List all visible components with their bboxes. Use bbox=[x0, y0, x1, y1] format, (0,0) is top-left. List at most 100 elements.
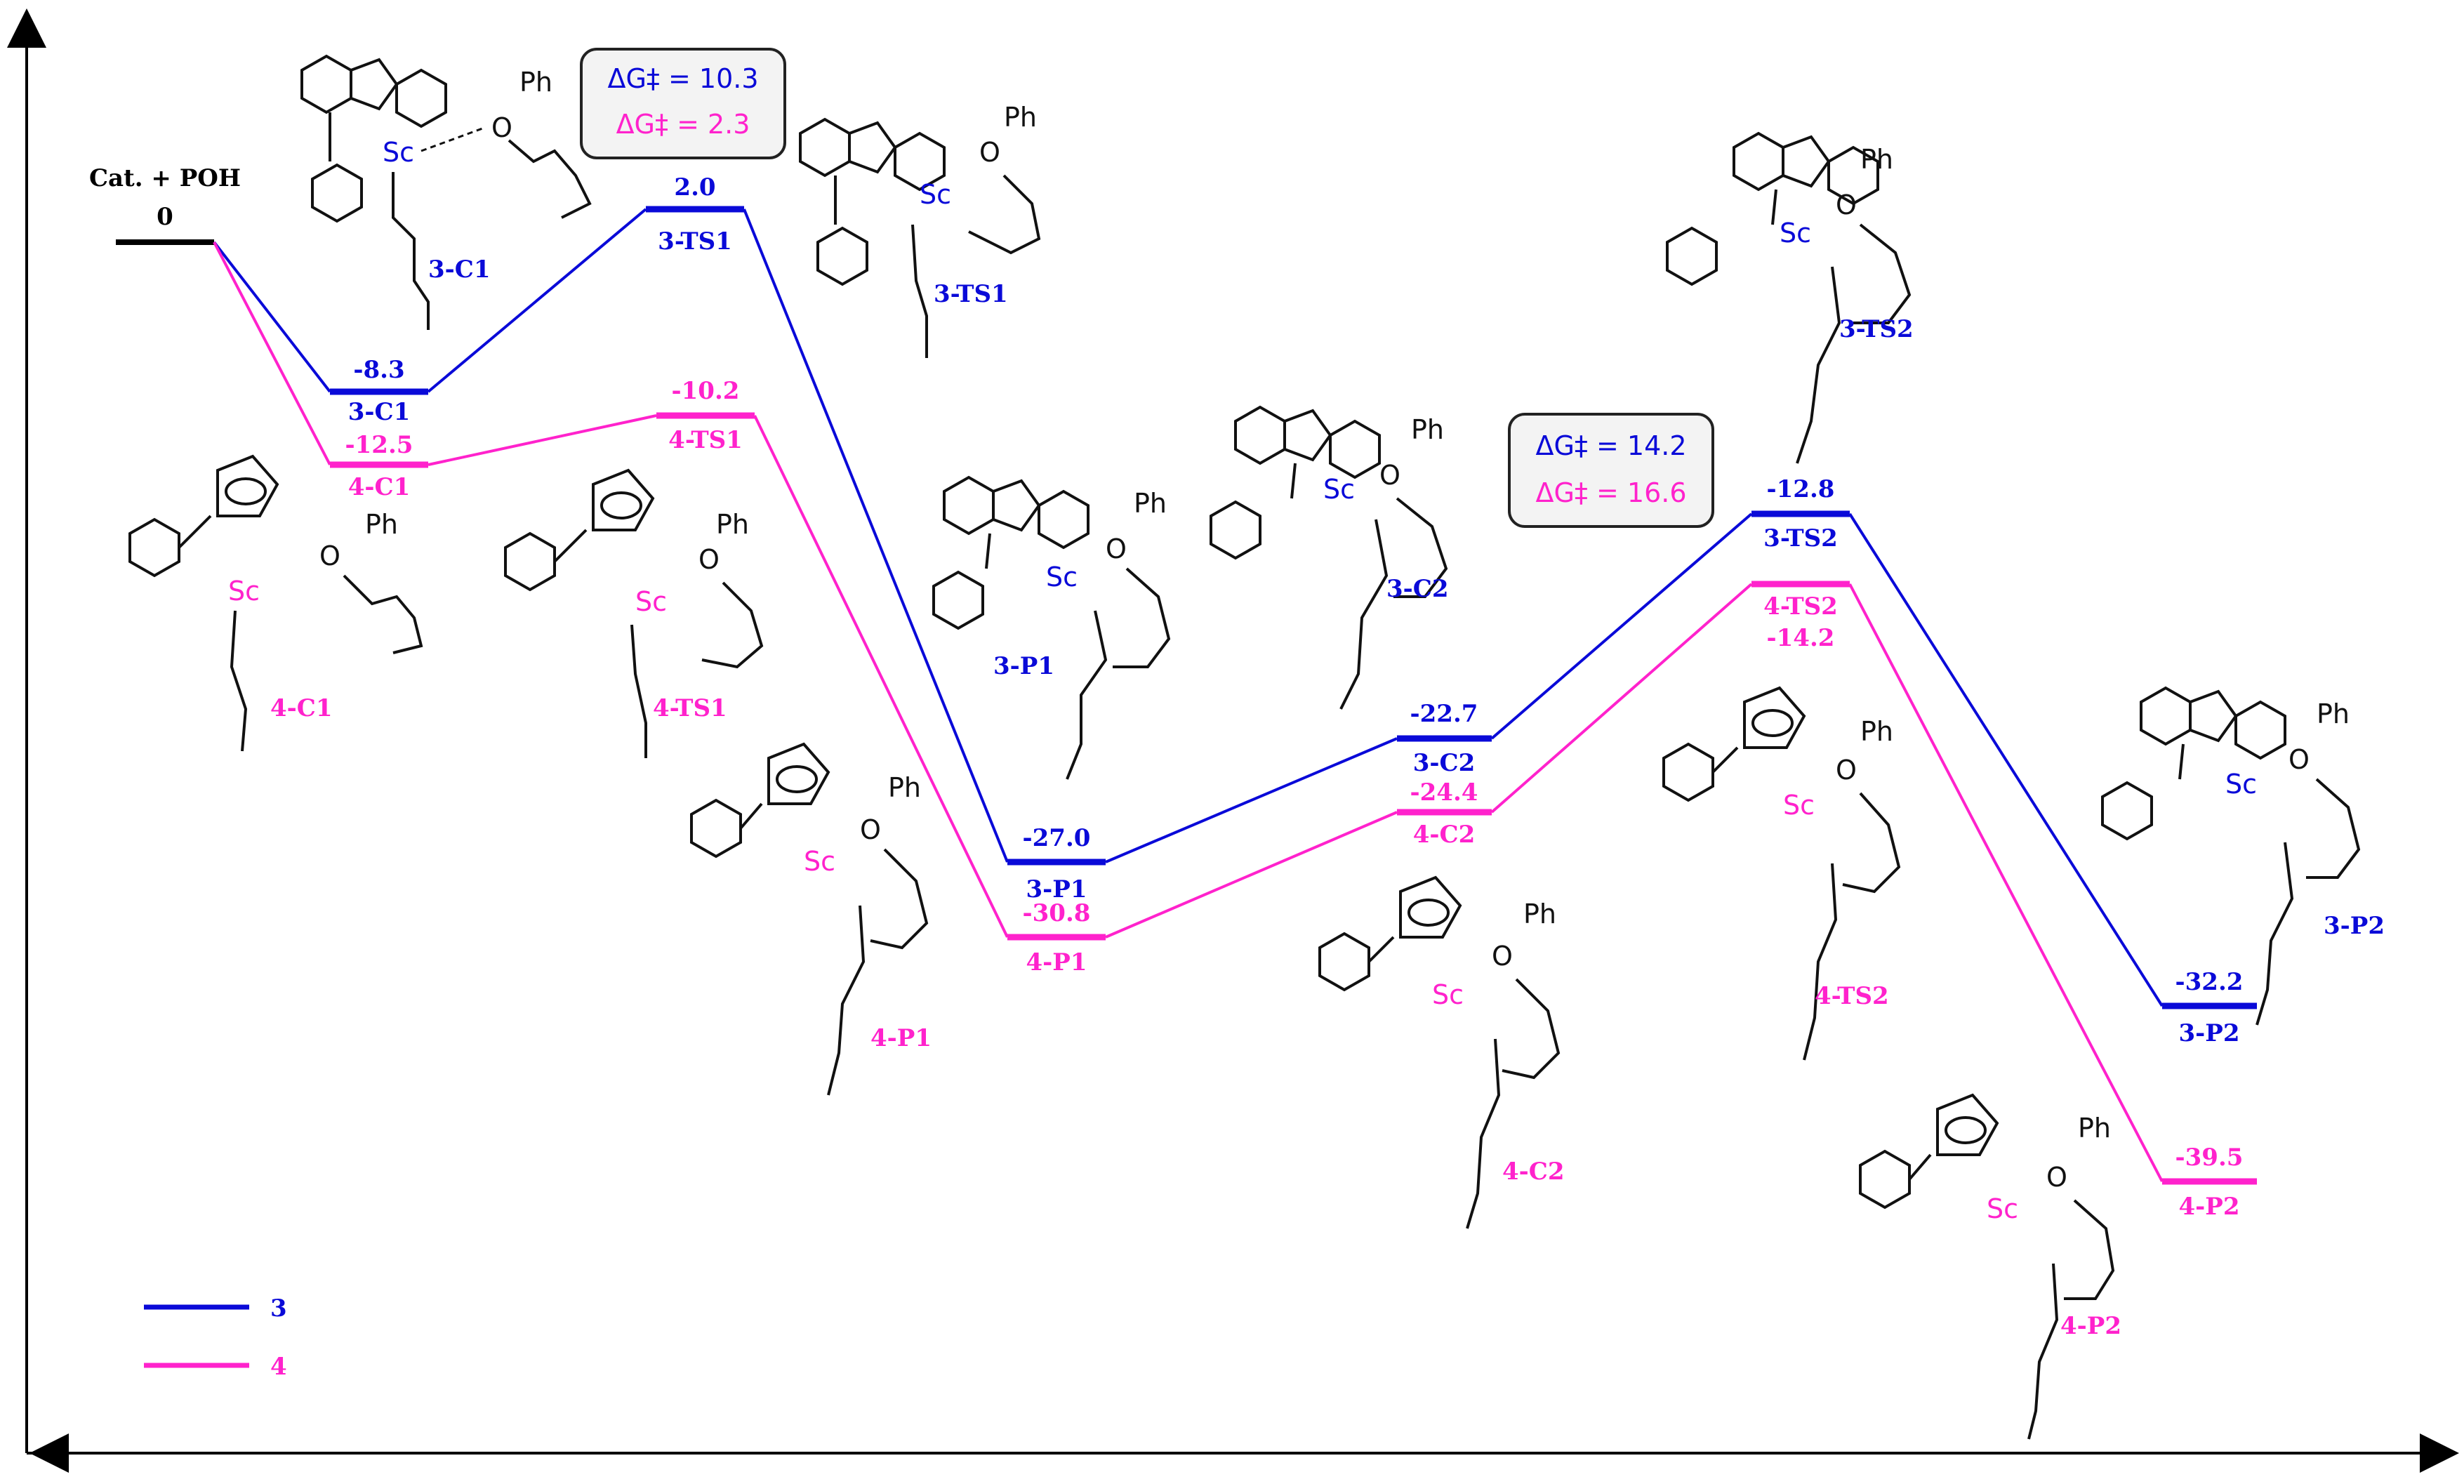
label-3-C1: 3-C1 bbox=[348, 398, 411, 426]
barrier-4-TS2: ΔG‡ = 16.6 bbox=[1535, 477, 1686, 508]
svg-text:Ph: Ph bbox=[1860, 144, 1893, 175]
svg-text:Sc: Sc bbox=[1323, 474, 1355, 505]
label-3-P2: 3-P2 bbox=[2179, 1019, 2240, 1047]
svg-text:O: O bbox=[1836, 190, 1857, 220]
barrier-box-2: ΔG‡ = 14.2 ΔG‡ = 16.6 bbox=[1508, 413, 1714, 528]
label-4-P2: 4-P2 bbox=[2179, 1193, 2240, 1221]
value-3-P2: -32.2 bbox=[2175, 968, 2244, 996]
svg-text:3-TS1: 3-TS1 bbox=[934, 280, 1008, 308]
start-value: 0 bbox=[157, 203, 173, 231]
label-4-C1: 4-C1 bbox=[348, 473, 411, 501]
svg-text:4-TS2: 4-TS2 bbox=[1815, 982, 1889, 1010]
svg-text:Sc: Sc bbox=[920, 179, 951, 210]
value-4-P2: -39.5 bbox=[2175, 1144, 2244, 1172]
svg-text:Ph: Ph bbox=[1134, 488, 1167, 519]
svg-text:Sc: Sc bbox=[1987, 1193, 2018, 1224]
label-3-P1: 3-P1 bbox=[1026, 875, 1087, 903]
svg-text:Ph: Ph bbox=[1523, 899, 1556, 929]
label-4-P1: 4-P1 bbox=[1026, 948, 1087, 976]
svg-text:O: O bbox=[1492, 941, 1513, 972]
structure-4-C1: Sc O Ph 4-C1 bbox=[128, 454, 423, 752]
value-3-C1: -8.3 bbox=[353, 356, 404, 384]
series-4-levels: -12.5 4-C1 -10.2 4-TS1 -30.8 4-P1 -24.4 … bbox=[330, 377, 2257, 1221]
label-3-TS2: 3-TS2 bbox=[1763, 524, 1838, 552]
svg-text:O: O bbox=[319, 541, 340, 571]
legend: 3 4 bbox=[144, 1294, 287, 1381]
label-3-C2: 3-C2 bbox=[1413, 749, 1476, 777]
barrier-3-TS2: ΔG‡ = 14.2 bbox=[1535, 430, 1686, 461]
svg-text:Ph: Ph bbox=[716, 509, 749, 540]
value-4-TS2: -14.2 bbox=[1767, 624, 1835, 652]
value-4-TS1: -10.2 bbox=[672, 377, 740, 405]
structure-4-TS1: Sc O Ph 4-TS1 bbox=[504, 468, 764, 758]
svg-text:Ph: Ph bbox=[365, 509, 398, 540]
svg-text:O: O bbox=[979, 137, 1000, 168]
svg-text:O: O bbox=[698, 544, 720, 575]
svg-text:3-P1: 3-P1 bbox=[993, 652, 1054, 680]
svg-text:4-C1: 4-C1 bbox=[270, 694, 333, 722]
svg-text:Sc: Sc bbox=[2225, 769, 2257, 800]
svg-text:3-C2: 3-C2 bbox=[1386, 575, 1449, 603]
svg-text:4-P2: 4-P2 bbox=[2060, 1312, 2121, 1340]
svg-text:O: O bbox=[1836, 755, 1857, 786]
structure-3-P1: Sc O Ph 3-P1 bbox=[932, 475, 1171, 780]
label-4-TS2: 4-TS2 bbox=[1763, 592, 1838, 621]
svg-text:4-P1: 4-P1 bbox=[870, 1024, 932, 1052]
svg-text:Ph: Ph bbox=[2317, 698, 2350, 729]
value-4-C1: -12.5 bbox=[345, 431, 413, 459]
svg-text:Ph: Ph bbox=[519, 67, 552, 98]
svg-text:Sc: Sc bbox=[383, 137, 414, 168]
structure-4-P1: Sc O Ph 4-P1 bbox=[690, 742, 932, 1096]
legend-label-4: 4 bbox=[270, 1353, 287, 1381]
structure-4-C2: Sc O Ph 4-C2 bbox=[1318, 875, 1565, 1229]
svg-text:O: O bbox=[1379, 460, 1400, 491]
svg-text:O: O bbox=[1106, 534, 1127, 564]
svg-text:3-TS2: 3-TS2 bbox=[1839, 315, 1914, 343]
svg-text:4-C2: 4-C2 bbox=[1502, 1158, 1565, 1186]
structure-3-TS2: Sc O Ph 3-TS2 bbox=[1666, 131, 1914, 464]
svg-text:Sc: Sc bbox=[228, 576, 260, 607]
series-3-levels: -8.3 3-C1 2.0 3-TS1 -27.0 3-P1 -22.7 3-C… bbox=[330, 173, 2257, 1047]
structure-3-P2: Sc O Ph 3-P2 bbox=[2101, 686, 2385, 1026]
label-4-TS1: 4-TS1 bbox=[668, 426, 743, 454]
structure-4-P2: Sc O Ph 4-P2 bbox=[1859, 1093, 2121, 1440]
series-4-connectors bbox=[213, 241, 2164, 1182]
svg-text:Sc: Sc bbox=[635, 586, 667, 617]
value-3-TS2: -12.8 bbox=[1767, 475, 1835, 503]
start-label: Cat. + POH bbox=[89, 164, 241, 192]
svg-text:O: O bbox=[491, 112, 512, 143]
structure-4-TS2: Sc O Ph 4-TS2 bbox=[1662, 686, 1901, 1061]
svg-text:Sc: Sc bbox=[1780, 218, 1811, 249]
structure-3-C1: Sc O Ph 3-C1 bbox=[300, 54, 592, 330]
svg-text:Sc: Sc bbox=[1432, 979, 1464, 1010]
legend-label-3: 3 bbox=[270, 1294, 287, 1323]
svg-text:O: O bbox=[2046, 1162, 2067, 1193]
svg-text:Ph: Ph bbox=[1860, 716, 1893, 747]
svg-text:Ph: Ph bbox=[1004, 102, 1037, 133]
svg-text:Ph: Ph bbox=[888, 772, 921, 803]
svg-text:Sc: Sc bbox=[804, 846, 835, 877]
svg-text:O: O bbox=[2289, 744, 2310, 775]
value-4-C2: -24.4 bbox=[1410, 779, 1478, 807]
svg-text:4-TS1: 4-TS1 bbox=[653, 694, 727, 722]
svg-text:Sc: Sc bbox=[1783, 790, 1815, 821]
svg-text:Ph: Ph bbox=[1411, 414, 1444, 445]
svg-text:3-P2: 3-P2 bbox=[2324, 912, 2385, 940]
svg-text:3-C1: 3-C1 bbox=[428, 256, 491, 284]
value-4-P1: -30.8 bbox=[1023, 899, 1091, 927]
barrier-3-TS1: ΔG‡ = 10.3 bbox=[607, 63, 758, 94]
svg-text:Ph: Ph bbox=[2078, 1113, 2111, 1144]
series-3-connectors bbox=[213, 208, 2164, 1007]
value-3-C2: -22.7 bbox=[1410, 700, 1478, 728]
structure-3-C2: Sc O Ph 3-C2 bbox=[1210, 405, 1449, 710]
label-4-C2: 4-C2 bbox=[1413, 821, 1476, 849]
barrier-box-1: ΔG‡ = 10.3 ΔG‡ = 2.3 bbox=[580, 48, 786, 159]
label-3-TS1: 3-TS1 bbox=[658, 227, 732, 256]
barrier-4-TS1: ΔG‡ = 2.3 bbox=[616, 109, 750, 140]
value-3-P1: -27.0 bbox=[1023, 824, 1091, 852]
svg-text:Sc: Sc bbox=[1046, 562, 1078, 592]
structure-3-TS1: Sc O Ph 3-TS1 bbox=[799, 102, 1041, 358]
svg-text:O: O bbox=[860, 814, 881, 845]
value-3-TS1: 2.0 bbox=[674, 173, 715, 201]
